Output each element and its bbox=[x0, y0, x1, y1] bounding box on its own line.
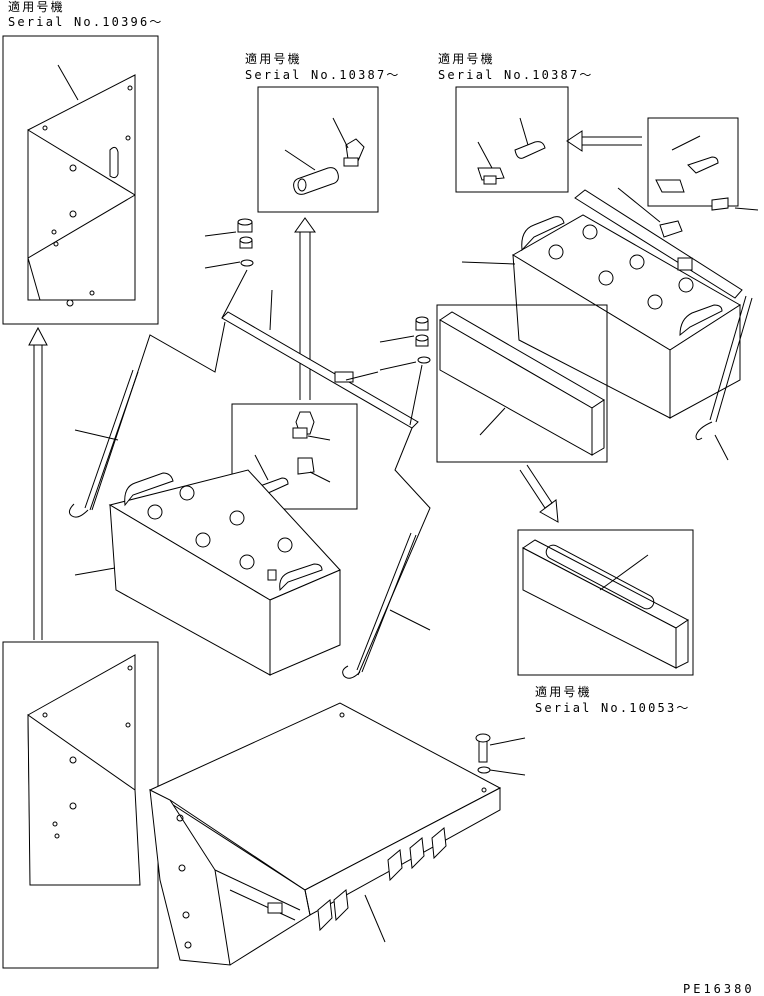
arrow-diagonal-pad bbox=[520, 465, 558, 522]
inset-terminal-1 bbox=[258, 87, 378, 212]
callout-2-title: 適用号機 bbox=[245, 52, 302, 66]
inset-pad-lower bbox=[518, 530, 693, 675]
j-rod-center bbox=[343, 533, 430, 678]
battery-left bbox=[75, 470, 340, 675]
inset-terminal-3 bbox=[648, 118, 738, 206]
drawing-number: PE16380 bbox=[683, 982, 755, 996]
hold-down-bar bbox=[92, 270, 430, 675]
nut-set-2 bbox=[380, 317, 430, 370]
inset-terminal-2 bbox=[456, 87, 568, 192]
inset-bracket-plate bbox=[3, 36, 158, 324]
arrow-up-left bbox=[29, 328, 47, 640]
inset-pad bbox=[437, 305, 607, 462]
callout-2-serial: Serial No.10387～ bbox=[245, 68, 401, 82]
arrow-up-center bbox=[295, 218, 315, 400]
battery-right bbox=[462, 188, 758, 460]
callout-1-serial: Serial No.10396～ bbox=[8, 15, 164, 29]
callout-4-title: 適用号機 bbox=[535, 685, 592, 699]
callout-3-serial: Serial No.10387～ bbox=[438, 68, 594, 82]
callout-1-title: 適用号機 bbox=[8, 0, 65, 14]
callout-4-serial: Serial No.10053～ bbox=[535, 701, 691, 715]
callout-3-title: 適用号機 bbox=[438, 52, 495, 66]
battery-tray-bracket bbox=[28, 655, 500, 965]
j-rod-left bbox=[69, 370, 138, 517]
bolt-washer bbox=[476, 734, 525, 775]
nut-set-1 bbox=[205, 219, 253, 268]
arrow-left-top bbox=[567, 131, 642, 151]
